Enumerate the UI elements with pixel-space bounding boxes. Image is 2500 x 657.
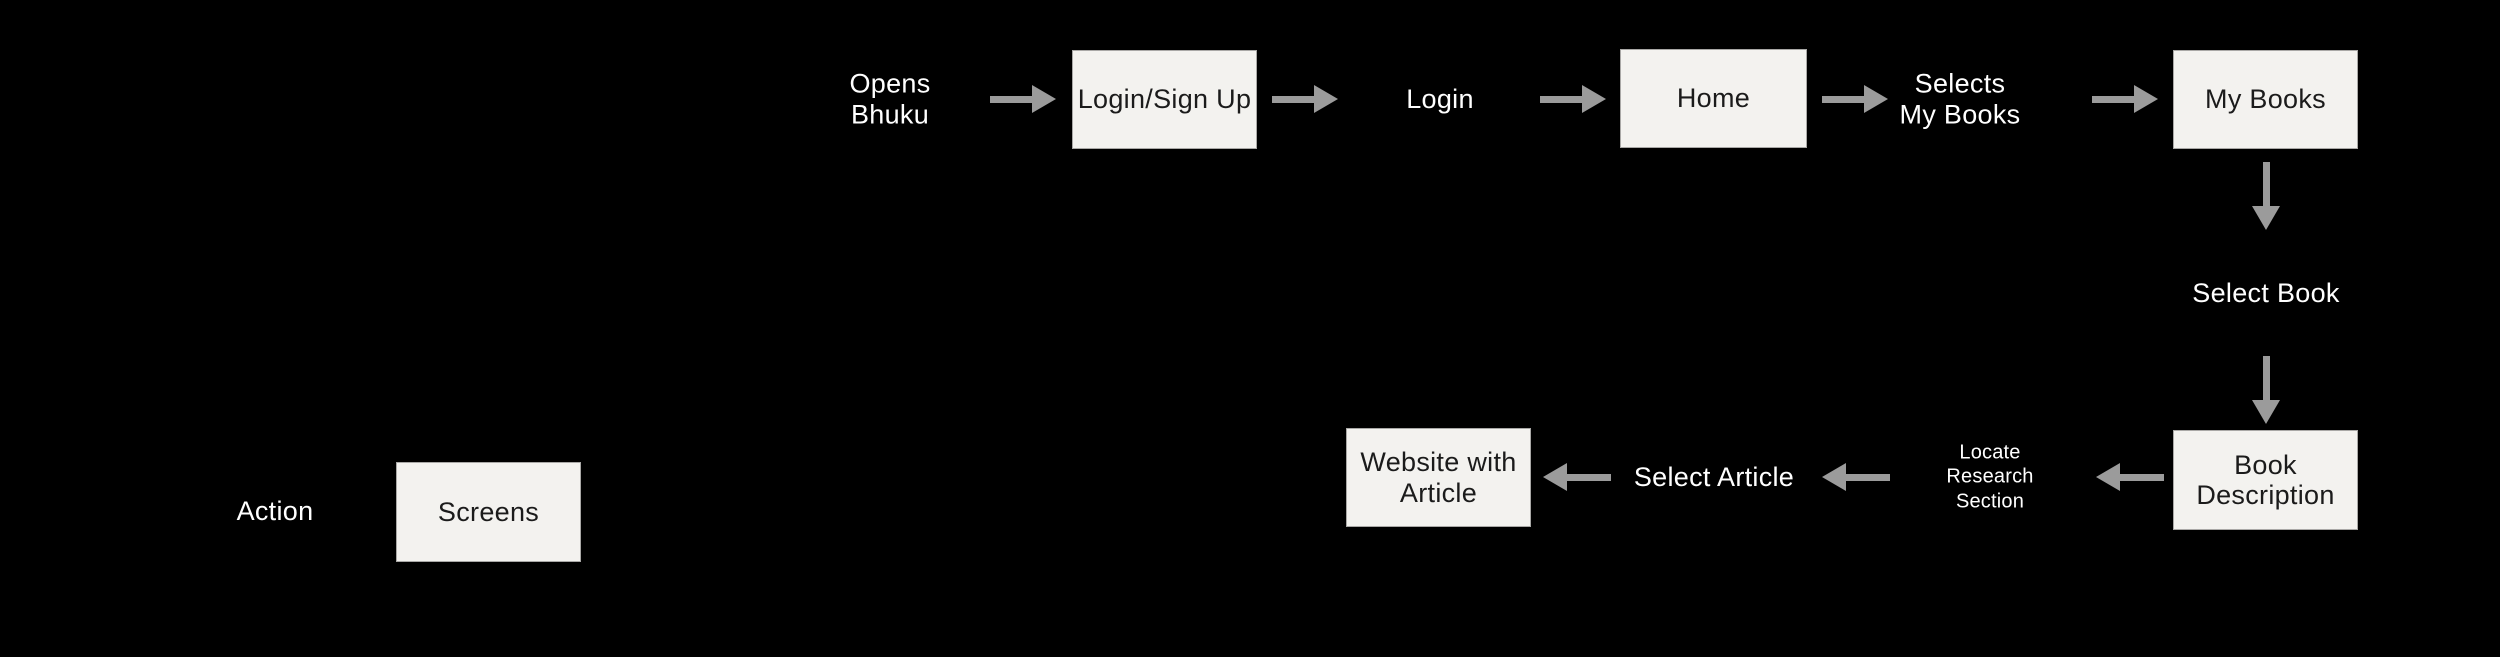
action-label-select-book: Select Book bbox=[2192, 277, 2340, 308]
arrow-head-icon bbox=[1314, 85, 1338, 113]
arrow-book-description-to-locate-research bbox=[2096, 463, 2164, 491]
arrow-head-icon bbox=[1032, 85, 1056, 113]
action-label-login: Login bbox=[1406, 83, 1474, 114]
arrow-my-books-to-select-book bbox=[2252, 162, 2280, 230]
arrow-head-icon bbox=[2252, 400, 2280, 424]
arrow-home-to-selects-my-books bbox=[1822, 85, 1888, 113]
arrow-head-icon bbox=[1822, 463, 1846, 491]
arrow-head-icon bbox=[2134, 85, 2158, 113]
arrow-shaft bbox=[2092, 95, 2136, 103]
arrow-locate-research-to-select-article bbox=[1822, 463, 1890, 491]
screen-box-website-with-article: Website with Article bbox=[1346, 428, 1531, 527]
arrow-login-to-home bbox=[1540, 85, 1606, 113]
action-label-locate-research-section: Locate Research Section bbox=[1946, 441, 2034, 513]
action-label-selects-my-books: Selects My Books bbox=[1899, 68, 2021, 130]
arrow-shaft bbox=[1272, 95, 1316, 103]
arrow-opens-bhuku-to-login-signup bbox=[990, 85, 1056, 113]
arrow-login-signup-to-login bbox=[1272, 85, 1338, 113]
arrow-head-icon bbox=[2096, 463, 2120, 491]
screen-box-my-books: My Books bbox=[2173, 50, 2358, 149]
arrow-shaft bbox=[2262, 356, 2270, 400]
screen-box-home: Home bbox=[1620, 49, 1807, 148]
action-label-opens-bhuku: Opens Bhuku bbox=[849, 68, 931, 130]
arrow-shaft bbox=[2120, 473, 2164, 481]
arrow-head-icon bbox=[1543, 463, 1567, 491]
arrow-shaft bbox=[1822, 95, 1866, 103]
arrow-head-icon bbox=[1864, 85, 1888, 113]
arrow-head-icon bbox=[1582, 85, 1606, 113]
arrow-head-icon bbox=[2252, 206, 2280, 230]
arrow-selects-my-books-to-my-books bbox=[2092, 85, 2158, 113]
arrow-shaft bbox=[2262, 162, 2270, 206]
screen-box-login-signup: Login/Sign Up bbox=[1072, 50, 1257, 149]
screen-box-book-description: Book Description bbox=[2173, 430, 2358, 530]
arrow-shaft bbox=[1567, 473, 1611, 481]
arrow-select-book-to-book-description bbox=[2252, 356, 2280, 424]
arrow-shaft bbox=[990, 95, 1034, 103]
arrow-select-article-to-website bbox=[1543, 463, 1611, 491]
legend-screens-box: Screens bbox=[396, 462, 581, 562]
action-label-select-article: Select Article bbox=[1633, 461, 1795, 492]
arrow-shaft bbox=[1846, 473, 1890, 481]
legend-action-label: Action bbox=[236, 495, 314, 526]
arrow-shaft bbox=[1540, 95, 1584, 103]
